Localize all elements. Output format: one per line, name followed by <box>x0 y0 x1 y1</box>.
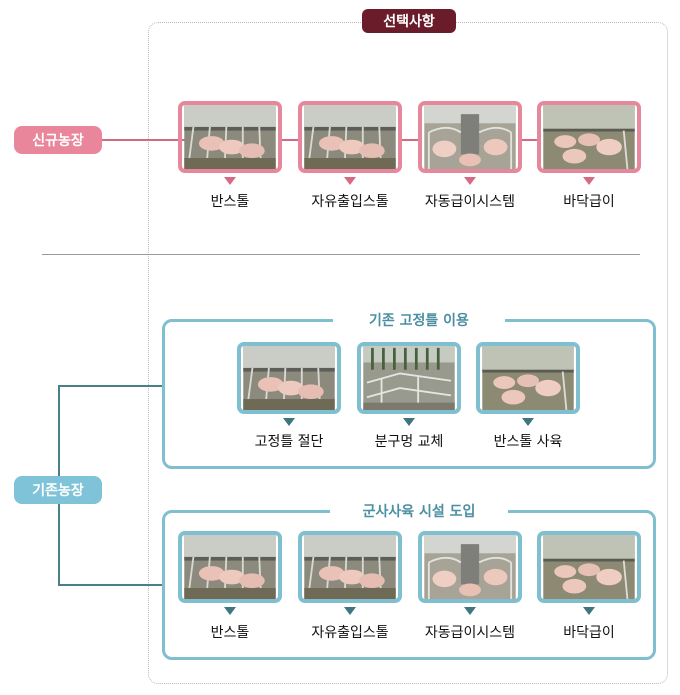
group-title: 기존 고정틀 이용 <box>333 310 505 330</box>
group2-caption: 자동급이시스템 <box>424 625 516 641</box>
new-farm-caption: 자유출입스톨 <box>311 194 389 210</box>
pointer-triangle <box>224 607 236 615</box>
group2-caption: 반스톨 <box>210 625 250 641</box>
pig-feeder-photo <box>418 531 522 603</box>
section-divider <box>42 254 640 255</box>
pointer-triangle <box>403 418 415 426</box>
new-farm-caption: 반스톨 <box>210 194 250 210</box>
group2-caption: 바닥급이 <box>563 625 615 641</box>
new-farm-label: 신규농장 <box>14 126 102 154</box>
pig-stall-photo <box>298 531 402 603</box>
pig-floor-photo <box>537 531 641 603</box>
pointer-triangle <box>464 607 476 615</box>
bracket-arm-top <box>58 385 163 387</box>
pointer-triangle <box>283 418 295 426</box>
pointer-triangle <box>344 177 356 185</box>
pointer-triangle <box>583 607 595 615</box>
pig-feeder-photo <box>418 101 522 173</box>
pointer-triangle <box>464 177 476 185</box>
bracket-arm-bottom <box>58 584 163 586</box>
pig-stall-photo <box>178 101 282 173</box>
pointer-triangle <box>583 177 595 185</box>
pointer-triangle <box>344 607 356 615</box>
group1-caption: 분구멍 교체 <box>374 434 444 450</box>
pig-floor-photo <box>476 342 580 414</box>
connector-segment <box>400 139 420 141</box>
existing-farm-label: 기존농장 <box>14 476 102 504</box>
group-title: 군사사육 시설 도입 <box>330 501 508 521</box>
pig-stall-photo <box>298 101 402 173</box>
pointer-triangle <box>224 177 236 185</box>
pointer-triangle <box>522 418 534 426</box>
pig-pen-photo <box>357 342 461 414</box>
group2-caption: 자유출입스톨 <box>311 625 389 641</box>
new-farm-caption: 바닥급이 <box>563 194 615 210</box>
pig-floor-photo <box>537 101 641 173</box>
new-farm-caption: 자동급이시스템 <box>424 194 516 210</box>
group1-caption: 고정틀 절단 <box>254 434 324 450</box>
connector-segment <box>282 139 300 141</box>
connector-segment <box>520 139 540 141</box>
group1-caption: 반스톨 사육 <box>493 434 563 450</box>
pig-stall-photo <box>178 531 282 603</box>
pig-stall-photo <box>237 342 341 414</box>
options-title: 선택사항 <box>362 9 456 33</box>
new-farm-connector <box>102 139 186 141</box>
